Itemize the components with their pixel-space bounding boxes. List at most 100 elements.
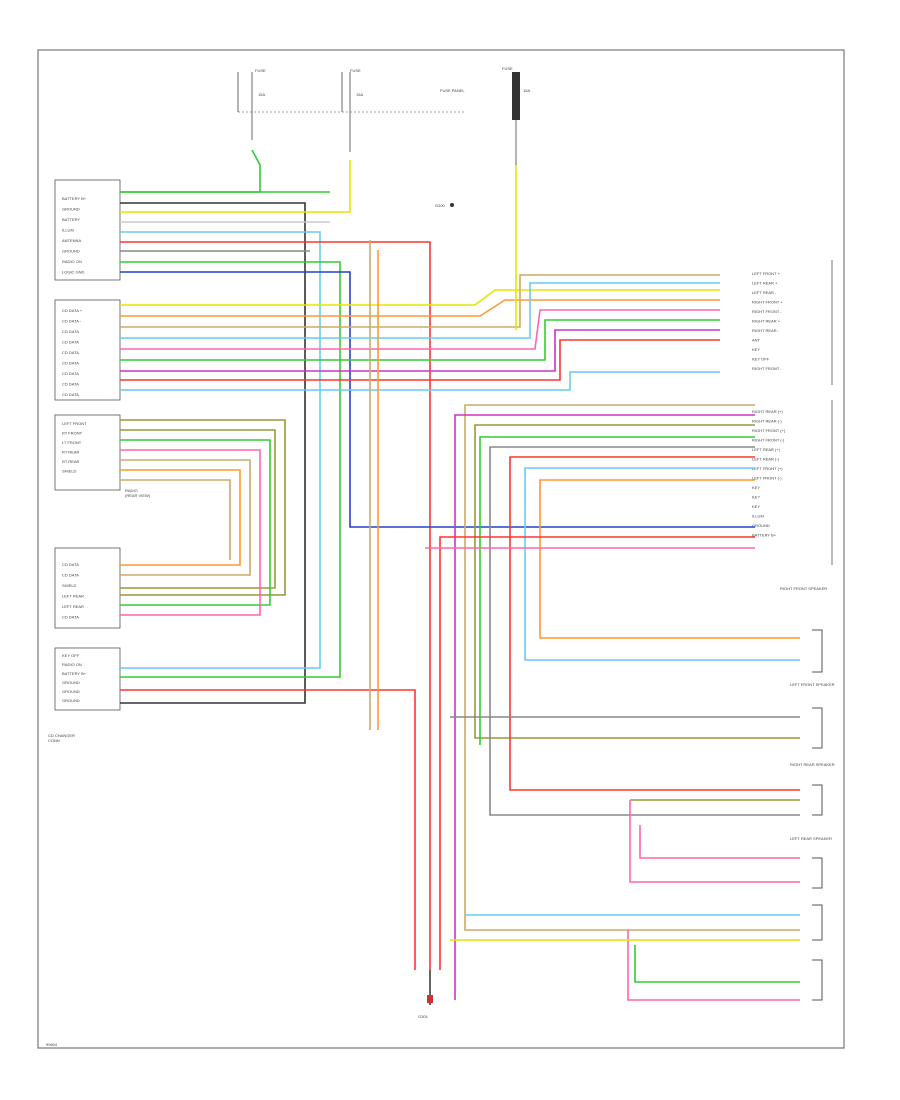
connector_left_mid-pin: CD DATA + bbox=[62, 308, 83, 313]
speaker-rr-label: RIGHT REAR SPEAKER bbox=[790, 762, 835, 767]
ground-symbol: G301 bbox=[418, 970, 433, 1019]
connector_left_low-pin: LT FRONT bbox=[62, 440, 82, 445]
wire-black bbox=[120, 202, 306, 704]
wire-red bbox=[120, 241, 431, 970]
fuse-left: FUSE 15A bbox=[237, 68, 465, 140]
wire-tan bbox=[120, 479, 231, 560]
connector_right_top-pin: KEY OFF bbox=[752, 357, 770, 362]
speaker-rf-label: RIGHT FRONT SPEAKER bbox=[780, 586, 827, 591]
connector_left_top-pin: ANTENNA bbox=[62, 238, 81, 243]
wire-red bbox=[439, 536, 755, 970]
connector_left_mid-pin: CD DATA bbox=[62, 392, 79, 397]
connector_left_mid-pin: CD DATA bbox=[62, 361, 79, 366]
fuse-right-label: FUSE bbox=[502, 66, 513, 71]
connector_right_mid-pin: RIGHT FRONT (-) bbox=[752, 438, 785, 443]
connector_left_mid-pin: CD DATA bbox=[62, 382, 79, 387]
ground-ref-label: G200 bbox=[435, 203, 446, 208]
wire-red bbox=[120, 689, 416, 970]
wire-orange bbox=[120, 299, 720, 317]
fuse-left-label: FUSE bbox=[255, 68, 266, 73]
connector-lower2: CD DATA CD DATA SHIELD LEFT REAR LEFT REAR CD… bbox=[54, 547, 121, 629]
wire-light_blue bbox=[120, 371, 720, 391]
wire-dark_blue bbox=[120, 271, 755, 528]
connector_left_low-pin: SHIELD bbox=[62, 469, 77, 474]
connector_left_top-pin: ILLUM bbox=[62, 228, 74, 233]
speaker-lr2 bbox=[812, 904, 823, 1001]
connector_lower2-pin: LEFT REAR bbox=[62, 604, 84, 609]
wire-red bbox=[509, 456, 800, 791]
connector_lower2-pin: LEFT REAR bbox=[62, 594, 84, 599]
connector_left_top-pin: RADIO ON bbox=[62, 259, 82, 264]
connector_right_mid-pin: RIGHT FRONT (+) bbox=[752, 428, 786, 433]
connector_left_mid-pin: CD DATA bbox=[62, 340, 79, 345]
connector-left-mid: CD DATA + CD DATA - CD DATA CD DATA CD DATA C… bbox=[54, 299, 121, 401]
wire-olive bbox=[474, 424, 800, 739]
speaker-lr: LEFT REAR SPEAKER bbox=[790, 836, 832, 889]
wire-olive bbox=[120, 429, 276, 589]
fuse-right-body bbox=[512, 72, 520, 120]
connector_right_top-pin: LEFT REAR - bbox=[752, 290, 777, 295]
wire-light_blue bbox=[120, 282, 720, 339]
connector_right_top-pin: RIGHT REAR + bbox=[752, 319, 781, 324]
connector_left_top-pin: GROUND bbox=[62, 207, 80, 212]
diagram-frame bbox=[37, 49, 845, 1049]
connector_left_low-pin: RT REAR bbox=[62, 459, 80, 464]
connector_right_mid-pin: LEFT REAR (+) bbox=[752, 447, 781, 452]
connector_right_top-pin: RIGHT FRONT - bbox=[752, 366, 782, 371]
connector_left_mid-pin: CD DATA bbox=[62, 350, 79, 355]
connector_right_top-pin: RIGHT FRONT + bbox=[752, 300, 783, 305]
fuse-mid: FUSE 15A FUSE PANEL bbox=[341, 68, 465, 152]
fuse-mid-sub: 15A bbox=[356, 92, 363, 97]
connector_lower3-pin: GROUND bbox=[62, 689, 80, 694]
wire-pink bbox=[627, 930, 800, 1001]
wire-yellow bbox=[120, 160, 351, 213]
connector_lower3-pin: GROUND bbox=[62, 698, 80, 703]
wire-orange bbox=[120, 469, 241, 566]
radio-block-sub: (REAR VIEW) bbox=[125, 493, 151, 498]
connector_right_top-pin: RIGHT FRONT - bbox=[752, 309, 782, 314]
connector-left-top: BATTERY B+GROUNDBATTERYILLUMANTENNAGROUN… bbox=[54, 179, 121, 281]
connector_right_mid-pin: LEFT FRONT (-) bbox=[752, 476, 782, 481]
wire-green bbox=[120, 261, 341, 678]
radio-block-label: RADIO bbox=[125, 488, 138, 493]
connector_lower3-pin: BATTERY B+ bbox=[62, 671, 87, 676]
fuse-left-sub: 15A bbox=[258, 92, 265, 97]
fuse-right: FUSE 15A bbox=[502, 66, 530, 165]
wire-gray bbox=[489, 446, 800, 816]
wire-pink bbox=[120, 449, 261, 616]
connector_right_mid-pin: KEY bbox=[752, 504, 760, 509]
fuse-right-sub: 15A bbox=[523, 88, 530, 93]
wire-light_blue bbox=[524, 467, 800, 661]
connector_right_mid-pin: BATTERY B+ bbox=[752, 533, 777, 538]
connector_left_low-pin: LEFT FRONT bbox=[62, 421, 87, 426]
connector_right_top-pin: KEY bbox=[752, 347, 760, 352]
cd-block-sub: CONN bbox=[48, 738, 60, 743]
wire-green bbox=[120, 439, 271, 606]
connector_right_mid-pin: LEFT REAR (-) bbox=[752, 457, 780, 462]
connector_left_mid-pin: CD DATA bbox=[62, 371, 79, 376]
figure-id: 99604 bbox=[46, 1042, 58, 1047]
wire-green bbox=[120, 149, 261, 193]
connector_right_top-pin: LEFT FRONT + bbox=[752, 271, 781, 276]
speaker-rr: RIGHT REAR SPEAKER bbox=[790, 762, 835, 816]
wire-light_blue bbox=[120, 231, 321, 669]
connector_left_mid-pin: CD DATA - bbox=[62, 319, 82, 324]
wire-pink bbox=[629, 800, 800, 883]
wire-orange bbox=[539, 479, 800, 639]
wire-olive bbox=[120, 419, 286, 596]
connector_lower2-pin: CD DATA bbox=[62, 615, 79, 620]
wire-yellow bbox=[120, 289, 720, 306]
connector_right_mid-pin: KEY bbox=[752, 495, 760, 500]
wire-violet bbox=[454, 414, 755, 1000]
ground-ref: G200 bbox=[435, 203, 454, 208]
connector_left_top-pin: BATTERY B+ bbox=[62, 196, 87, 201]
connector_left_low-pin: RT FRONT bbox=[62, 431, 83, 436]
connector_lower2-pin: SHIELD bbox=[62, 583, 77, 588]
connector_lower2-pin: CD DATA bbox=[62, 573, 79, 578]
connector_right_mid-pin: KEY bbox=[752, 485, 760, 490]
wire-tan bbox=[464, 404, 800, 931]
connector_lower2-pin: CD DATA bbox=[62, 562, 79, 567]
speaker-rf: RIGHT FRONT SPEAKER bbox=[780, 586, 827, 673]
